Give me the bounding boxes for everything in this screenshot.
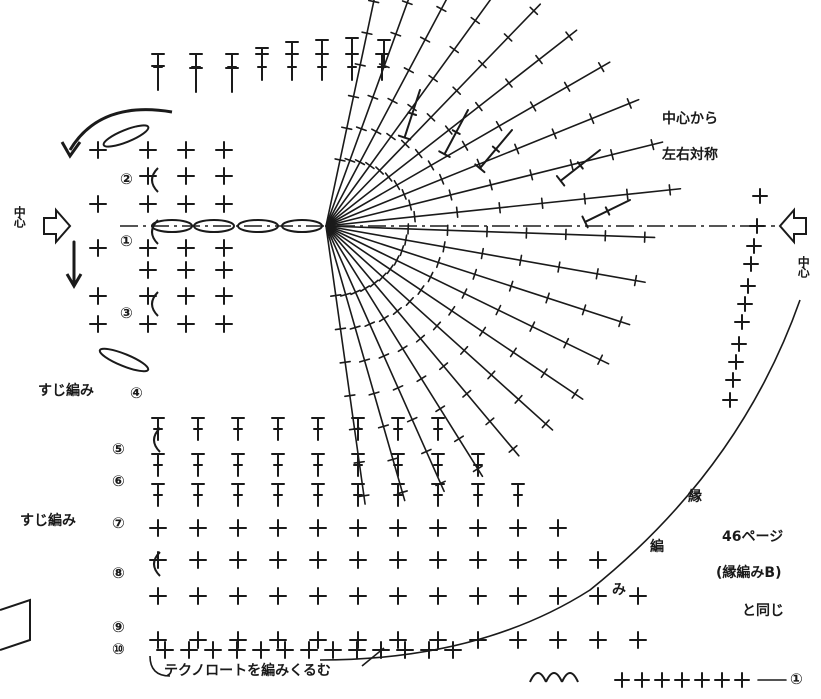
center-label-right: 中心	[796, 256, 809, 276]
ray-tick-mark	[387, 134, 395, 140]
ray-tick-mark	[457, 207, 458, 217]
ray-tick-mark	[499, 203, 500, 213]
ray-tick-mark	[335, 159, 345, 161]
ray-tick-mark	[394, 181, 399, 190]
fan-ray-line	[326, 0, 382, 226]
ray-tick-mark	[369, 0, 379, 2]
ray-tick-mark	[349, 96, 359, 98]
row-number-10: ⑩	[112, 640, 125, 658]
ray-tick-mark	[481, 249, 483, 259]
center-arrow-left	[44, 210, 70, 242]
ray-tick-mark	[336, 328, 346, 329]
ray-tick-mark	[354, 462, 364, 463]
ray-tick-mark	[366, 163, 374, 169]
tall-stitch-mark	[557, 176, 564, 185]
ray-tick-mark	[511, 348, 517, 356]
suji-ami-label-top: すじ編み	[38, 384, 94, 399]
ray-tick-mark	[398, 346, 406, 351]
center-symmetric-label-line2: 左右対称	[662, 148, 718, 163]
ray-tick-mark	[405, 235, 407, 245]
ray-tick-mark	[536, 56, 542, 64]
ray-tick-mark	[443, 242, 445, 252]
ray-tick-mark	[429, 76, 437, 82]
suji-ami-label-bottom: すじ編み	[20, 514, 76, 529]
center-arrow-right	[780, 210, 806, 242]
chain-marker-oval-bottom	[98, 345, 151, 376]
legend-chain-loop	[546, 673, 562, 682]
ray-tick-mark	[414, 212, 415, 222]
ray-tick-mark	[387, 265, 393, 273]
ray-tick-mark	[572, 390, 578, 398]
ray-tick-mark	[627, 189, 628, 199]
row-number-5: ⑤	[112, 440, 125, 458]
techno-rote-label: テクノロートを編みくるむ	[164, 664, 331, 679]
ray-tick-mark	[345, 395, 355, 396]
border-curve	[320, 300, 800, 660]
same-as-label-line2: (縁編みB)	[716, 566, 781, 581]
ray-tick-mark	[506, 79, 512, 87]
row-number-4: ④	[130, 384, 143, 402]
ray-tick-mark	[476, 103, 482, 111]
same-as-label-line1: 46ページ	[722, 530, 783, 545]
ray-tick-mark	[450, 47, 458, 53]
ray-tick-mark	[558, 262, 560, 272]
ray-tick-mark	[342, 127, 352, 129]
ray-tick-mark	[520, 255, 522, 265]
ray-tick-mark	[417, 376, 425, 381]
ray-tick-mark	[471, 18, 479, 24]
center-label-left: 中心	[12, 206, 25, 226]
ray-tick-mark	[449, 307, 455, 315]
ray-tick-mark	[386, 173, 392, 181]
ray-tick-mark	[361, 286, 369, 291]
ray-tick-mark	[455, 436, 463, 441]
ray-tick-mark	[428, 161, 433, 170]
row-number-6: ⑥	[112, 472, 125, 490]
border-label-1: 縁	[688, 490, 702, 505]
legend-row-number: ①	[790, 670, 803, 688]
row-number-3: ③	[120, 304, 133, 322]
ray-tick-mark	[584, 194, 585, 204]
ray-tick-mark	[340, 362, 350, 363]
ray-tick-mark	[380, 316, 388, 321]
ray-tick-mark	[497, 122, 502, 131]
tall-stitch-mark	[408, 113, 416, 115]
ray-tick-mark	[416, 150, 422, 158]
ray-tick-mark	[436, 406, 444, 411]
row-number-8: ⑧	[112, 564, 125, 582]
ray-tick-mark	[565, 82, 570, 91]
row-number-1: ①	[120, 232, 133, 250]
ray-tick-mark	[355, 64, 365, 66]
ray-tick-mark	[480, 327, 486, 335]
border-label-2: 編	[650, 540, 664, 555]
same-as-label-line3: と同じ	[742, 604, 784, 619]
ray-tick-mark	[541, 369, 547, 377]
row-number-9: ⑨	[112, 618, 125, 636]
ray-tick-mark	[635, 276, 637, 286]
ray-tick-mark	[542, 198, 543, 208]
fan-ray-line	[326, 0, 502, 226]
row-number-7: ⑦	[112, 514, 125, 532]
row-number-2: ②	[120, 170, 133, 188]
ray-tick-mark	[446, 126, 452, 134]
ray-tick-mark	[599, 63, 604, 72]
legend-chain-loop	[530, 673, 546, 682]
center-symmetric-label-line1: 中心から	[662, 112, 718, 127]
left-edge-fragment	[0, 600, 30, 650]
ray-tick-mark	[531, 102, 536, 111]
row-turn-loop	[152, 168, 158, 192]
legend-chain-loop	[562, 673, 578, 682]
ray-tick-mark	[669, 185, 670, 195]
ray-tick-mark	[362, 32, 372, 34]
chain-marker-oval-top	[101, 121, 150, 150]
ray-tick-mark	[331, 295, 341, 296]
border-label-3: み	[612, 583, 626, 598]
ray-tick-mark	[463, 141, 468, 150]
ray-tick-mark	[566, 32, 572, 40]
ray-tick-mark	[418, 286, 424, 294]
ray-tick-mark	[596, 269, 598, 279]
